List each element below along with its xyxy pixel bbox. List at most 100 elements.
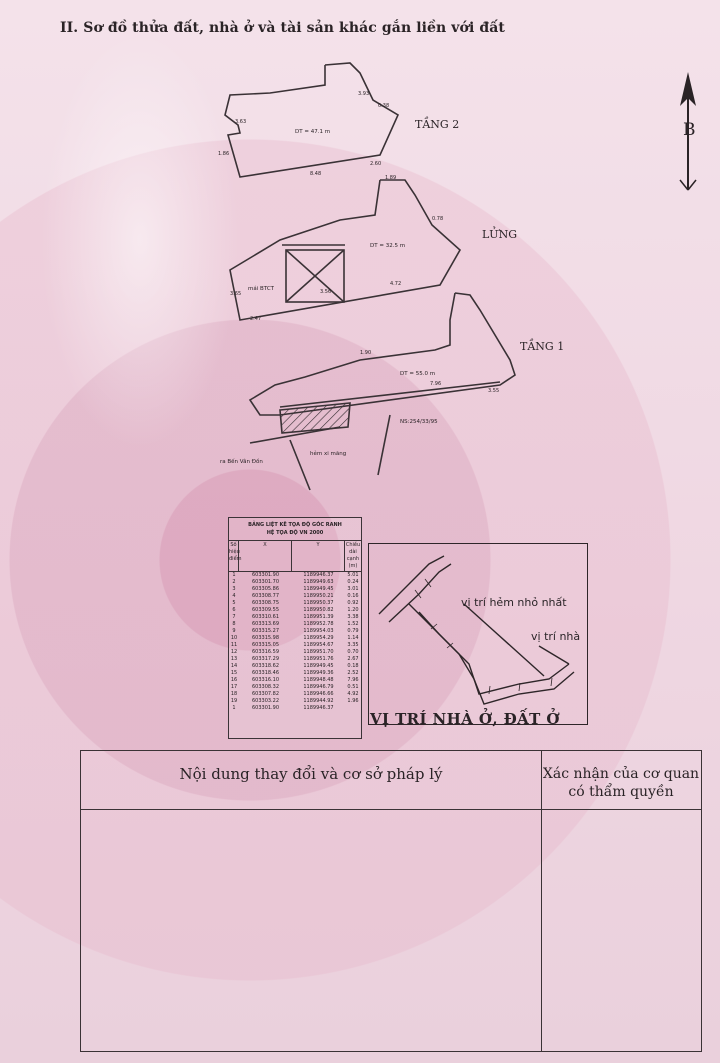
dim-d5: 8.48 <box>310 171 321 177</box>
coord-cell-x: 603305.86 <box>251 586 280 592</box>
coord-cell-point: 14 <box>230 663 238 669</box>
dim-d15: 1.90 <box>360 350 371 356</box>
coord-cell-y: 1189954.29 <box>303 635 334 641</box>
coord-cell-y: 1189950.82 <box>303 607 334 613</box>
coord-cell-x: 603316.59 <box>251 649 280 655</box>
coord-cell-length: 0.70 <box>347 649 359 655</box>
coord-cell-length: 7.96 <box>347 677 359 683</box>
coord-cell-x: 603318.62 <box>251 663 280 669</box>
coord-cell-point: 5 <box>232 600 236 606</box>
house-location-label: vị trí nhà <box>531 630 581 643</box>
coord-cell-point: 12 <box>230 649 238 655</box>
coord-cell-x: 603301.70 <box>251 579 280 585</box>
coord-cell-length <box>345 705 361 712</box>
coord-cell-point: 13 <box>230 656 238 662</box>
coord-cell-y: 1189944.92 <box>303 698 334 704</box>
coord-table-row: 18 603307.82 1189946.66 4.92 <box>229 691 361 698</box>
coord-cell-length: 3.01 <box>347 586 359 592</box>
coord-table-row: 19 603303.22 1189944.92 1.96 <box>229 698 361 705</box>
dim-d6: 1.86 <box>218 151 229 157</box>
coord-cell-y: 1189948.48 <box>303 677 334 683</box>
tang1-street: ra Bến Vân Đồn <box>220 457 263 465</box>
coord-cell-length: 1.96 <box>347 698 359 704</box>
changes-col1-header: Nội dung thay đổi và cơ sở pháp lý <box>179 765 443 783</box>
coord-cell-point: 8 <box>232 621 236 627</box>
tang1-hatched-area <box>279 402 351 434</box>
alley-location-label: vị trí hẻm nhỏ nhất <box>461 596 567 609</box>
dim-d1: 3.63 <box>235 119 246 125</box>
coord-table-header: Số hiệu điểm X Y Chiều dài cạnh (m) <box>229 540 361 572</box>
coord-cell-x: 603308.77 <box>251 593 280 599</box>
coord-cell-point: 7 <box>232 614 236 620</box>
tang1-house-no: NS:254/33/95 <box>400 419 438 425</box>
coord-cell-y: 1189952.78 <box>303 621 334 627</box>
coord-cell-point: 17 <box>230 684 238 690</box>
coordinate-table: BẢNG LIỆT KÊ TỌA ĐỘ GÓC RANH HỆ TỌA ĐỘ V… <box>228 517 362 739</box>
header-x: X <box>239 541 292 571</box>
coord-cell-y: 1189946.79 <box>303 684 334 690</box>
tang1-label: TẦNG 1 <box>520 340 565 353</box>
coord-cell-y: 1189946.37 <box>303 572 334 578</box>
lung-outline <box>229 179 462 321</box>
coord-cell-length: 3.35 <box>347 642 359 648</box>
coord-cell-x: 603301.90 <box>251 705 280 711</box>
coord-cell-y: 1189950.21 <box>303 593 334 599</box>
coord-cell-length: 0.16 <box>347 593 359 599</box>
coord-cell-y: 1189946.66 <box>303 691 334 697</box>
coord-cell-length: 4.92 <box>347 691 359 697</box>
lung-void <box>285 249 345 303</box>
lung-area: DT = 32.5 m <box>370 243 405 249</box>
location-map-sketch <box>378 555 575 705</box>
tang2-area: DT = 47.1 m <box>295 129 330 135</box>
coord-cell-x: 603308.75 <box>251 600 280 606</box>
coord-cell-point: 1 <box>232 572 236 578</box>
coord-cell-x: 603303.22 <box>251 698 280 704</box>
coord-cell-y: 1189951.39 <box>303 614 334 620</box>
lung-label: LỬNG <box>482 228 517 241</box>
coord-cell-x: 603309.55 <box>251 607 280 613</box>
coord-cell-x: 603310.61 <box>251 614 280 620</box>
coord-cell-x: 603318.46 <box>251 670 280 676</box>
coord-cell-y: 1189946.37 <box>303 705 334 711</box>
dim-d3: 0.38 <box>378 103 389 109</box>
dim-d2: 3.93 <box>358 91 369 97</box>
tang1-alley: hẻm xi măng <box>310 450 346 457</box>
coord-cell-y: 1189949.45 <box>303 663 334 669</box>
dim-d8: 3.56 <box>320 289 331 295</box>
photo-glare <box>40 30 240 450</box>
coord-cell-y: 1189949.45 <box>303 586 334 592</box>
coord-cell-y: 1189951.76 <box>303 656 334 662</box>
coord-cell-x: 603313.69 <box>251 621 280 627</box>
coord-cell-y: 1189954.67 <box>303 642 334 648</box>
coord-cell-x: 603316.10 <box>251 677 280 683</box>
coord-cell-point: 16 <box>230 677 238 683</box>
coord-cell-point: 18 <box>230 691 238 697</box>
tang1-area: DT = 55.0 m <box>400 371 435 377</box>
coord-cell-x: 603307.82 <box>251 691 280 697</box>
header-length: Chiều dài cạnh (m) <box>345 542 361 569</box>
dim-d14: 3.55 <box>488 388 499 394</box>
coord-cell-point: 19 <box>230 698 238 704</box>
header-point: Số hiệu điểm <box>229 541 242 571</box>
coord-cell-y: 1189950.37 <box>303 600 334 606</box>
coord-cell-y: 1189951.70 <box>303 649 334 655</box>
changes-header-divider <box>81 809 701 810</box>
coord-cell-point: 10 <box>230 635 238 641</box>
coord-cell-length: 0.18 <box>347 663 359 669</box>
coord-cell-length: 5.01 <box>347 572 359 578</box>
section-heading: II. Sơ đồ thửa đất, nhà ở và tài sản khá… <box>60 20 505 36</box>
coord-cell-length: 1.14 <box>347 635 359 641</box>
north-arrow-icon <box>679 72 697 191</box>
floor-plan-sketch: 3.63 3.93 0.38 2.60 8.48 1.86 3.65 3.56 … <box>218 62 516 491</box>
coord-cell-length: 0.51 <box>347 684 359 690</box>
coord-cell-x: 603317.29 <box>251 656 280 662</box>
coord-cell-y: 1189949.36 <box>303 670 334 676</box>
